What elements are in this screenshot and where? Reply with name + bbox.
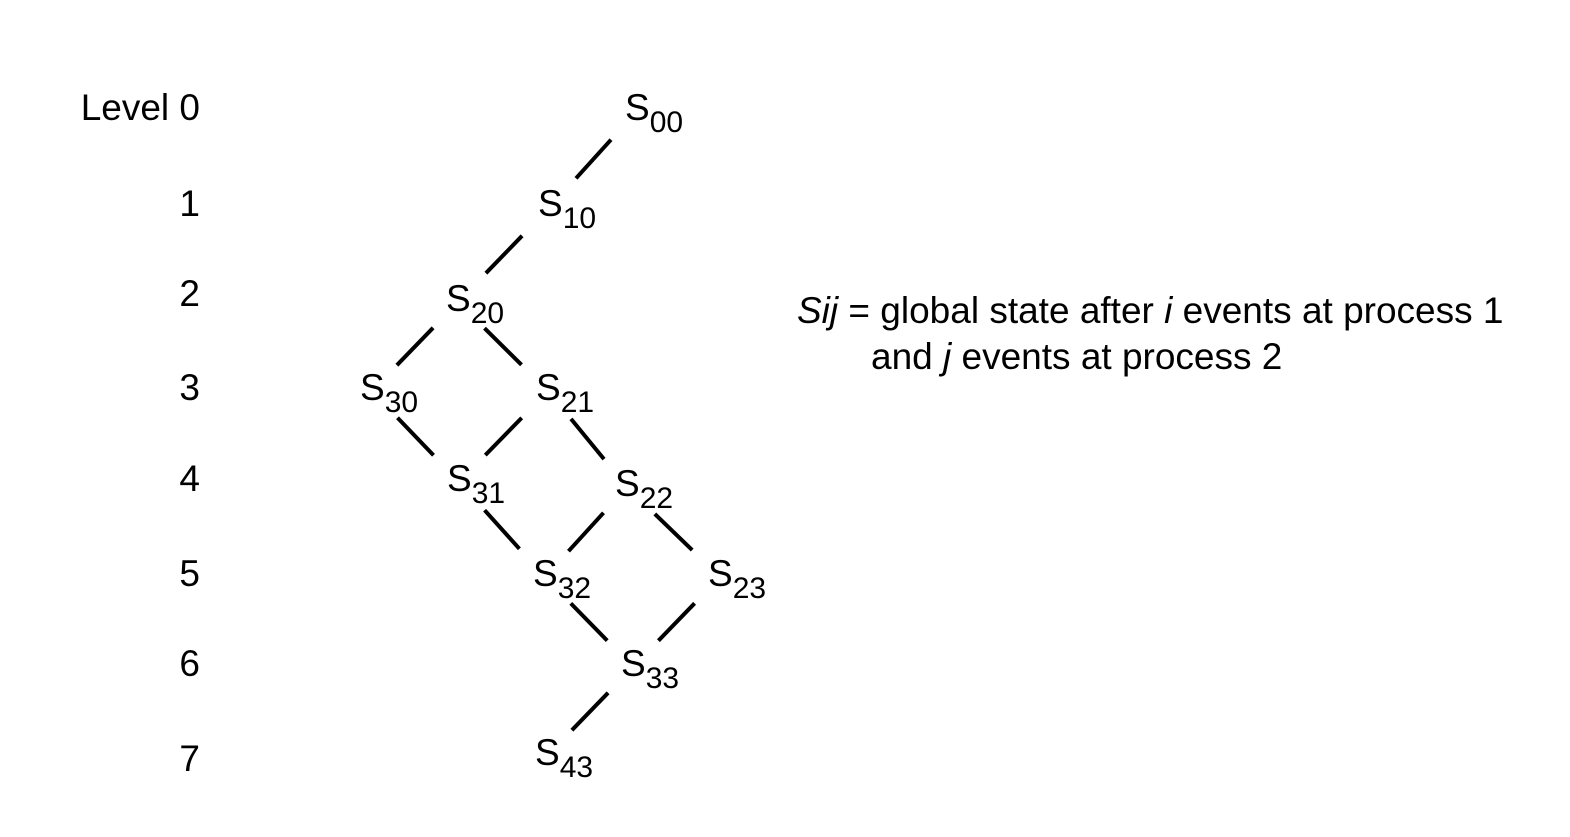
state-node-s22: S22 — [615, 463, 673, 515]
state-node-s00: S00 — [625, 87, 683, 139]
edge-s22-s23 — [653, 512, 694, 552]
state-node-s21: S21 — [536, 367, 594, 419]
edge-s00-s10 — [574, 138, 613, 180]
legend-symbol: Sij — [797, 290, 839, 331]
level-label-3: 3 — [179, 367, 200, 408]
level-label-6: 6 — [179, 643, 200, 684]
state-node-s20: S20 — [446, 278, 504, 330]
legend-text-c: and — [871, 336, 944, 377]
level-label-5: 5 — [179, 553, 200, 594]
legend-text-a: = global state after — [838, 290, 1165, 331]
legend-text-b: events at process 1 — [1172, 290, 1504, 331]
edge-s22-s32 — [567, 511, 605, 553]
legend-var-i: i — [1164, 290, 1173, 331]
lattice-edges — [395, 138, 697, 732]
edge-s20-s21 — [483, 326, 523, 367]
edge-s10-s20 — [484, 234, 524, 275]
legend-text-d: events at process 2 — [951, 336, 1283, 377]
state-node-s33: S33 — [621, 643, 679, 695]
edge-s30-s31 — [396, 416, 435, 457]
state-node-s23: S23 — [708, 553, 766, 605]
level-label-4: 4 — [179, 458, 200, 499]
legend: Sij = global state after i events at pro… — [797, 288, 1557, 380]
edge-s31-s32 — [483, 508, 521, 551]
edge-s23-s33 — [656, 601, 697, 643]
level-label-0: Level 0 — [81, 87, 200, 128]
level-label-1: 1 — [179, 183, 200, 224]
level-labels: Level 0 1 2 3 4 5 6 7 — [81, 87, 200, 779]
edge-s33-s43 — [570, 691, 610, 732]
edge-s20-s30 — [395, 326, 435, 367]
state-node-s31: S31 — [447, 458, 505, 510]
level-label-2: 2 — [179, 273, 200, 314]
state-node-s32: S32 — [533, 553, 591, 605]
level-label-7: 7 — [179, 738, 200, 779]
legend-line-1: Sij = global state after i events at pro… — [797, 288, 1557, 334]
legend-var-j: j — [943, 336, 952, 377]
state-node-s10: S10 — [538, 183, 596, 235]
edge-s21-s31 — [483, 416, 524, 457]
legend-line-2: and j events at process 2 — [797, 334, 1557, 380]
state-node-s30: S30 — [360, 367, 418, 419]
edge-s21-s22 — [569, 417, 606, 461]
edge-s32-s33 — [569, 602, 609, 642]
state-node-s43: S43 — [535, 732, 593, 784]
